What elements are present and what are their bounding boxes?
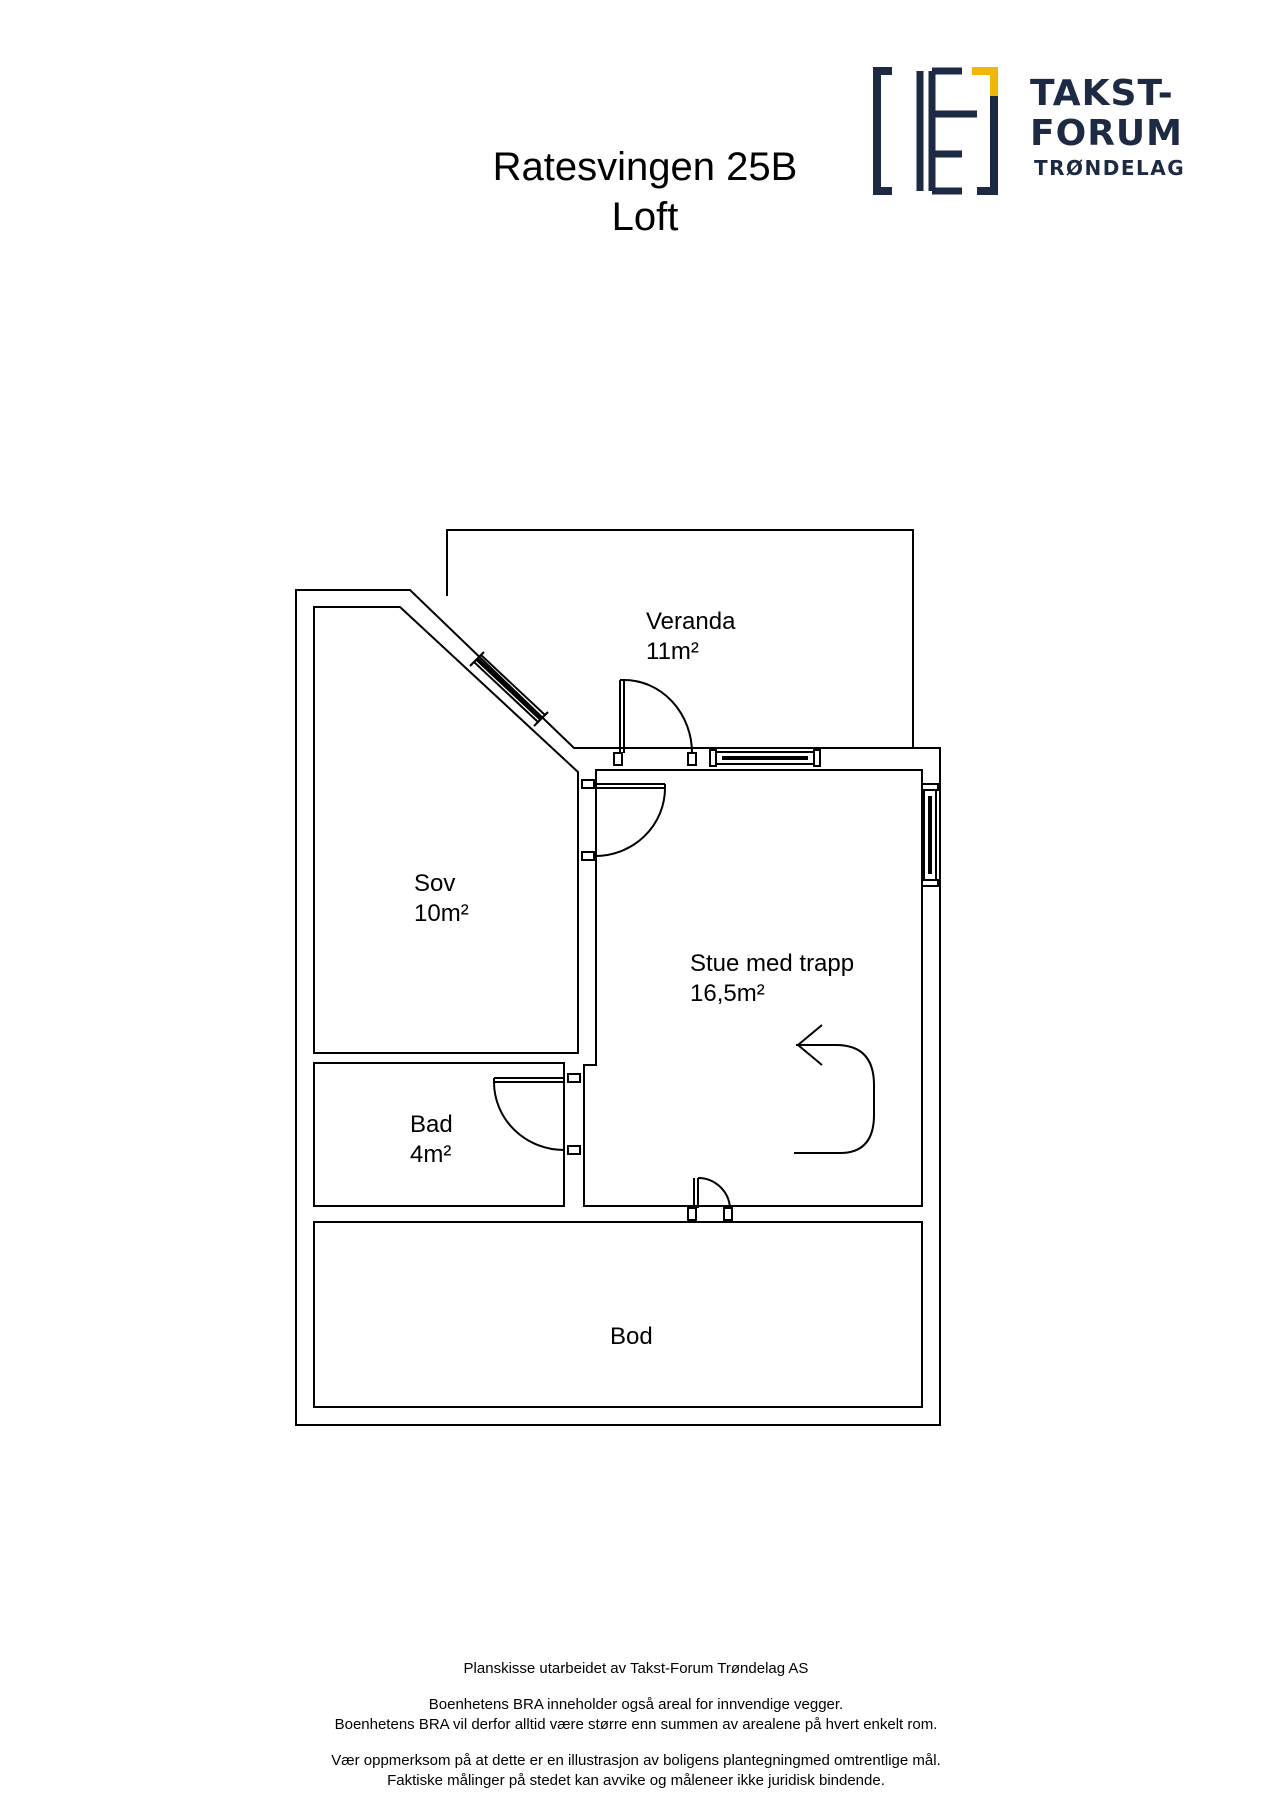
footer-credit: Planskisse utarbeidet av Takst-Forum Trø… [463,1660,809,1677]
outer-wall [295,589,941,1426]
stue-room [583,769,923,1207]
bod-name: Bod [610,1323,653,1350]
logo-line-trondelag: TRØNDELAG [1034,156,1186,180]
takst-forum-logo: TAKST- FORUM TRØNDELAG [872,66,1184,196]
veranda-name: Veranda [646,608,736,635]
stue-top-window [709,749,821,767]
veranda-area: 11m² [646,638,699,665]
sov-door [581,779,666,861]
veranda-door [613,679,697,766]
stair-arrow-icon [794,1024,875,1154]
sov-area: 10m² [414,900,469,927]
bod-door [687,1176,733,1221]
stue-area: 16,5m² [690,980,765,1007]
floor-title: Loft [611,195,679,239]
bad-room [313,1062,565,1207]
stue-name: Stue med trapp [690,950,855,977]
veranda-outline [446,529,914,748]
logo-mark-icon [873,67,998,195]
sov-room [313,606,579,1054]
logo-line-forum: FORUM [1030,113,1183,154]
stue-label: Stue med trapp 16,5m² [690,949,854,1009]
veranda-label: Veranda 11m² [646,607,735,667]
footer-bra-note-1: Boenhetens BRA inneholder også areal for… [428,1696,844,1713]
bad-area: 4m² [410,1141,452,1168]
bad-name: Bad [410,1111,453,1138]
sov-name: Sov [414,870,456,897]
bad-label: Bad 4m² [410,1110,453,1170]
bod-room [313,1221,923,1408]
footer-bra-note-2: Boenhetens BRA vil derfor alltid være st… [334,1716,938,1733]
plan-title: Ratesvingen 25B Loft [420,142,870,242]
stue-right-window [921,783,939,887]
footer-warning-1: Vær oppmerksom på at dette er en illustr… [331,1752,941,1769]
bod-label: Bod [610,1322,653,1352]
address-title: Ratesvingen 25B [492,145,798,189]
sov-label: Sov 10m² [414,869,469,929]
logo-line-takst: TAKST- [1030,73,1174,114]
disclaimer-footer: Planskisse utarbeidet av Takst-Forum Trø… [0,1659,1272,1791]
sov-window [469,651,549,727]
bad-door [493,1073,581,1155]
footer-warning-2: Faktiske målinger på stedet kan avvike o… [387,1772,885,1789]
